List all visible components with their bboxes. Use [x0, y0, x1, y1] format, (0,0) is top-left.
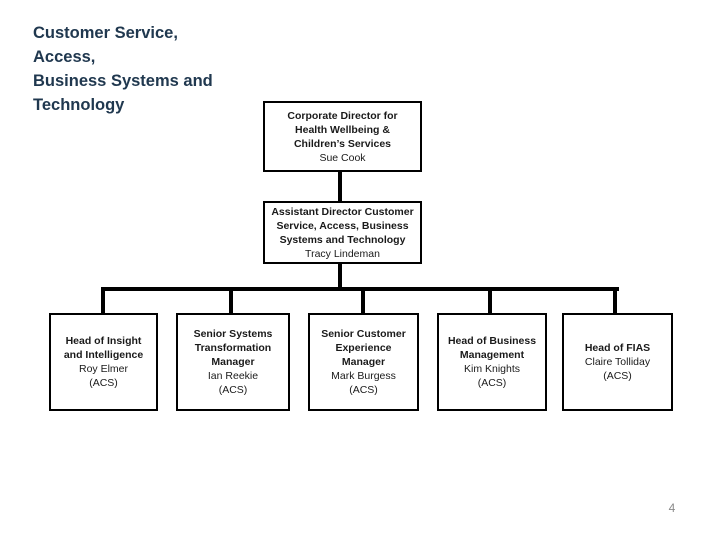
node-org-label: (ACS) — [349, 384, 378, 396]
org-node-senior-systems-manager: Senior Systems Transformation Manager Ia… — [176, 313, 290, 411]
node-title: Head of FIAS — [585, 341, 650, 355]
org-node-assistant-director: Assistant Director Customer Service, Acc… — [263, 201, 422, 264]
node-person-name: Kim Knights — [463, 363, 521, 375]
node-person-name: Roy Elmer — [78, 363, 128, 375]
org-node-head-of-insight: Head of Insight and Intelligence Roy Elm… — [49, 313, 158, 411]
node-title-bold: Head of — [584, 342, 624, 354]
page-number: 4 — [668, 501, 676, 515]
connector-drop-business — [488, 289, 492, 314]
node-title: Senior Systems Transformation Manager — [193, 328, 273, 368]
connector-drop-insight — [101, 289, 105, 314]
connector-assistant-to-bar — [338, 264, 342, 289]
connector-corporate-to-assistant — [338, 172, 342, 202]
node-person-name: Sue Cook — [319, 151, 366, 164]
slide-title: Customer Service, Access, Business Syste… — [33, 24, 213, 114]
node-org-label: (ACS) — [89, 377, 118, 389]
node-person-name: Claire Tolliday — [584, 356, 651, 368]
connector-drop-fias — [613, 289, 617, 314]
node-person-name: Mark Burgess — [331, 370, 396, 382]
node-org-label: (ACS) — [603, 370, 632, 382]
node-title-rest: FIAS — [623, 342, 651, 354]
node-title: Assistant Director Customer Service, Acc… — [271, 205, 414, 246]
connector-horizontal-bar — [101, 287, 619, 291]
node-title: Corporate Director for Health Wellbeing … — [287, 109, 398, 150]
node-title: Senior Customer Experience Manager — [321, 328, 406, 368]
node-title: Head of Insight and Intelligence — [63, 335, 144, 361]
connector-drop-systems — [229, 289, 233, 314]
org-node-head-of-business: Head of Business Management Kim Knights … — [437, 313, 547, 411]
connector-drop-customer — [361, 289, 365, 314]
node-org-label: (ACS) — [477, 377, 507, 389]
node-title: Head of Business Management — [447, 335, 537, 361]
node-person-name: Ian Reekie — [207, 370, 259, 382]
org-node-senior-customer-manager: Senior Customer Experience Manager Mark … — [308, 313, 419, 411]
node-person-name: Tracy Lindeman — [305, 247, 380, 260]
node-org-label: (ACS) — [218, 384, 248, 396]
org-node-head-of-fias: Head of FIAS Claire Tolliday (ACS) — [562, 313, 673, 411]
org-node-corporate-director: Corporate Director for Health Wellbeing … — [263, 101, 422, 172]
